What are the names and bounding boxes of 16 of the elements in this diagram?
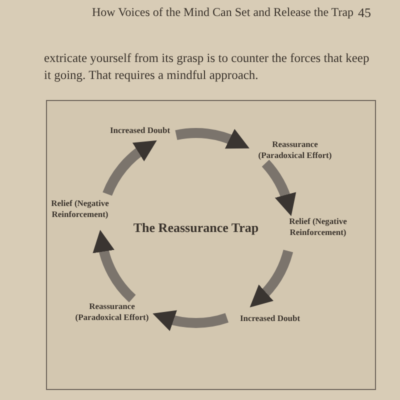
cycle-stage-label: Increased Doubt — [230, 312, 310, 324]
curved-arrow — [93, 230, 136, 302]
curved-arrow — [262, 160, 296, 216]
curved-arrow — [152, 310, 228, 331]
curved-arrow — [250, 250, 293, 308]
page-number: 45 — [358, 6, 371, 19]
body-paragraph: extricate yourself from its grasp is to counter the forces that keep it going. That requires a mindful approach. — [44, 50, 370, 84]
cycle-stage-label: Reassurance (Paradoxical Effort) — [70, 301, 154, 323]
cycle-stage-label: Increased Doubt — [100, 124, 180, 136]
curved-arrow — [175, 128, 250, 150]
cycle-stage-label: Relief (Negative Reinforcement) — [48, 198, 112, 220]
running-header: How Voices of the Mind Can Set and Release the Trap — [92, 6, 354, 18]
diagram-title: The Reassurance Trap — [132, 221, 260, 234]
cycle-stage-label: Relief (Negative Reinforcement) — [286, 216, 350, 238]
curved-arrow — [102, 140, 156, 196]
cycle-stage-label: Reassurance (Paradoxical Effort) — [253, 139, 337, 161]
